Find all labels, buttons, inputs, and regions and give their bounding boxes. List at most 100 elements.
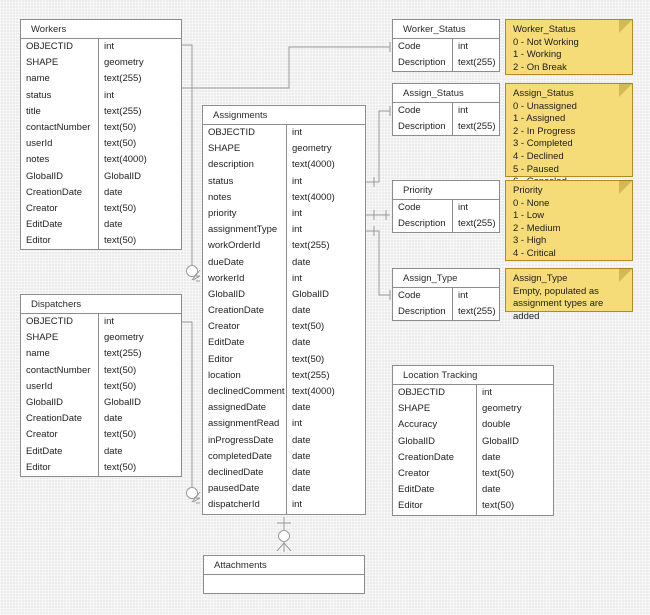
field-name: OBJECTID: [21, 39, 99, 56]
field-type: date: [292, 483, 311, 495]
field-type: text(50): [292, 321, 325, 333]
note-fold-icon: [619, 19, 633, 33]
note-line: 4 - Critical: [513, 247, 556, 259]
entity-attachments[interactable]: Attachments: [203, 555, 365, 594]
entity-title-assignments: Assignments: [203, 106, 365, 125]
field-type: date: [482, 484, 501, 496]
field-type: text(4000): [104, 154, 147, 166]
field-type: text(255): [292, 240, 330, 252]
field-name: name: [21, 71, 99, 88]
field-type: geometry: [104, 57, 144, 69]
field-type: text(50): [482, 467, 515, 479]
entity-title-assign_type: Assign_Type: [393, 269, 499, 288]
field-type: int: [292, 207, 303, 219]
field-name: description: [203, 157, 287, 174]
field-name: GlobalID: [203, 286, 287, 304]
field-name: workerId: [203, 270, 287, 287]
field-name: location: [203, 367, 287, 384]
field-name: Code: [393, 103, 453, 120]
field-type: int: [292, 127, 303, 138]
field-name: userId: [21, 136, 99, 153]
note-line: 0 - Unassigned: [513, 100, 577, 112]
field-name: EditDate: [21, 217, 99, 234]
note-title: Assign_Type: [513, 273, 568, 284]
